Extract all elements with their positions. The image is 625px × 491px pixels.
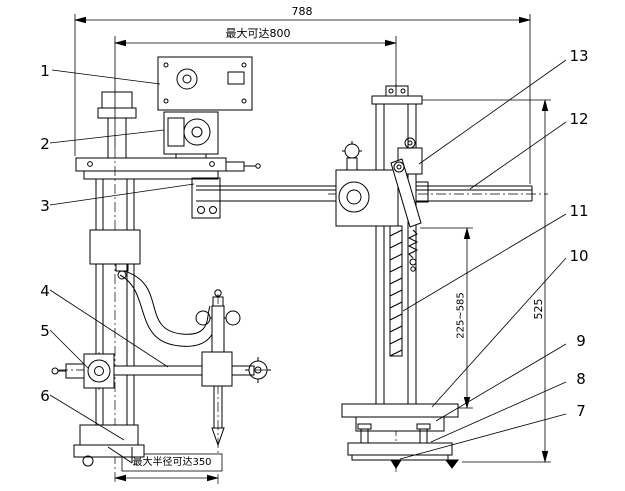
dimension-max-radius: 最大半径可达350: [132, 457, 212, 468]
callout-12: 12: [569, 110, 589, 128]
callout-4: 4: [40, 282, 50, 300]
leader-lines: [49, 59, 567, 460]
torch-bar: [51, 353, 271, 389]
control-box: [157, 56, 253, 111]
machine-drawing: [51, 56, 533, 469]
centerlines: [58, 84, 548, 484]
callout-13: 13: [569, 47, 589, 65]
right-base: [341, 403, 459, 469]
dimension-height-range: 225~585: [455, 292, 467, 339]
dimension-overall-width: 788: [291, 5, 313, 18]
callout-5: 5: [40, 322, 50, 340]
callout-2: 2: [40, 135, 50, 153]
drive-motor: [163, 111, 219, 158]
callout-10: 10: [569, 247, 589, 265]
callout-7: 7: [576, 402, 586, 420]
callout-3: 3: [40, 197, 50, 215]
dimension-max-reach: 最大可达800: [225, 27, 291, 40]
dimension-overall-height: 525: [532, 298, 545, 320]
callout-11: 11: [569, 202, 589, 220]
callout-8: 8: [576, 370, 586, 388]
callout-1: 1: [40, 62, 50, 80]
callout-6: 6: [40, 387, 50, 405]
carriage-clamp: [335, 137, 429, 272]
torch-assembly: [195, 289, 241, 447]
callout-9: 9: [576, 332, 586, 350]
dimension-lines: [74, 14, 551, 482]
left-column: [75, 91, 261, 426]
lead-screw: [389, 225, 403, 357]
gas-hoses: [119, 270, 221, 347]
